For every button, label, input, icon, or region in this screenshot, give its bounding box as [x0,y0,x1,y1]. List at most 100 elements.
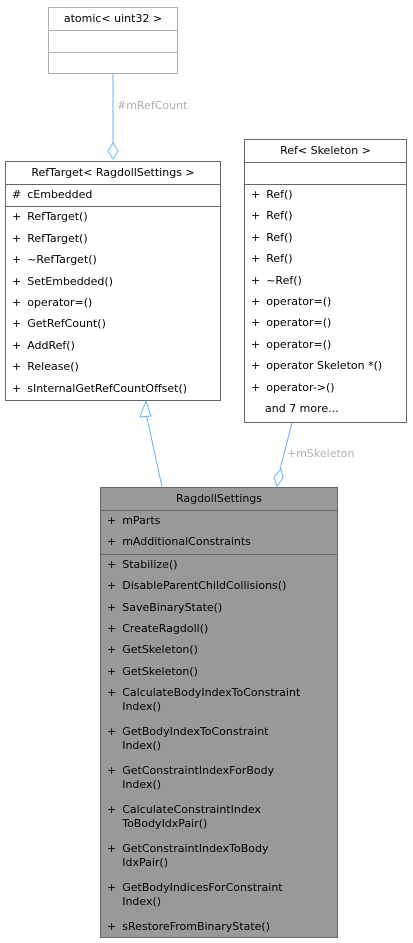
method-name: Ref() [266,252,293,266]
method-row[interactable]: +CreateRagdoll() [101,619,337,640]
method-row[interactable]: +CalculateBodyIndexToConstraint Index() [101,683,337,722]
inheritance-arrow [139,399,152,418]
methods-section: +Stabilize()+DisableParentChildCollision… [101,553,337,939]
method-row[interactable]: + ~Ref() [245,271,406,292]
method-row[interactable]: +GetSkeleton() [101,662,337,683]
methods-section: +Ref()+Ref()+Ref()+Ref()+~Ref()+operator… [245,184,406,420]
method-name: GetBodyIndexToConstraint Index() [122,725,269,753]
visibility-marker: + [107,764,117,778]
skeleton-diamond [273,467,284,488]
visibility-marker: + [107,842,117,856]
attributes-section [245,162,406,184]
method-row[interactable]: + GetConstraintIndexForBody Index() [101,761,337,800]
method-row[interactable]: + Release() [6,357,220,378]
visibility-marker: + [12,338,22,352]
method-name: CalculateConstraintIndex ToBodyIdxPair() [122,803,261,831]
method-row[interactable]: +Ref() [245,206,406,227]
visibility-marker: + [12,231,22,245]
method-row[interactable]: +operator=() [6,293,220,314]
visibility-marker: + [251,273,261,287]
method-row[interactable]: +sRestoreFromBinaryState() [101,917,337,938]
class-atomic-uint32[interactable]: atomic< uint32 > [48,7,178,74]
refcount-diamond [107,142,119,160]
class-reftarget[interactable]: RefTarget< RagdollSettings > #cEmbedded … [5,161,221,401]
visibility-marker: + [251,294,261,308]
method-row[interactable]: + ~RefTarget() [6,250,220,271]
class-title: Ref< Skeleton > [280,144,371,157]
visibility-marker: + [107,535,117,549]
method-name: CalculateBodyIndexToConstraint Index() [122,686,301,714]
method-row[interactable]: +DisableParentChildCollisions() [101,576,337,597]
attribute-row[interactable]: #cEmbedded [6,185,220,206]
method-row[interactable]: + AddRef() [6,336,220,357]
method-name: SetEmbedded() [27,274,113,288]
visibility-marker: + [12,317,22,331]
method-name: GetSkeleton() [122,643,198,657]
method-name: Ref() [266,209,293,223]
visibility-marker: + [12,360,22,374]
method-row[interactable]: +operator=() [245,313,406,334]
method-row[interactable]: +GetBodyIndicesForConstraint Index() [101,878,337,917]
method-row[interactable]: +operator=() [245,292,406,313]
method-row[interactable]: + Ref() [245,228,406,249]
method-row[interactable]: +RefTarget() [6,229,220,250]
method-name: ~Ref() [266,273,302,287]
method-row[interactable]: + RefTarget() [6,207,220,228]
method-name: Stabilize() [122,557,178,571]
class-ref-skeleton[interactable]: Ref< Skeleton > + Ref() + Ref() + Ref() + Ref()… [244,139,407,423]
class-title: RagdollSettings [175,492,263,505]
attribute-row[interactable]: +mAdditionalConstraints [101,532,337,553]
method-name: GetSkeleton() [122,664,198,678]
method-row[interactable]: +SaveBinaryState() [101,598,337,619]
methods-section: +RefTarget()+RefTarget()+~RefTarget()+Se… [6,206,220,400]
method-row[interactable]: + operator Skeleton *() [245,356,406,377]
attribute-name: cEmbedded [27,188,93,201]
visibility-marker: + [12,274,22,288]
visibility-marker: + [12,253,22,267]
method-name: GetConstraintIndexForBody Index() [122,764,275,792]
skeleton-edge [279,422,293,470]
method-row[interactable]: +GetSkeleton() [101,640,337,661]
visibility-marker: + [107,725,117,739]
method-name: RefTarget() [27,210,88,224]
visibility-marker: + [251,252,261,266]
method-name: AddRef() [27,338,75,352]
method-row[interactable]: +sInternalGetRefCountOffset() [6,379,220,400]
attribute-row[interactable]: + mParts [101,511,337,532]
visibility-marker: + [107,920,117,934]
visibility-marker: + [251,359,261,373]
visibility-marker: + [12,210,22,224]
inheritance-edge [145,412,163,488]
method-row[interactable]: + operator=() [245,335,406,356]
method-row[interactable]: +GetConstraintIndexToBody IdxPair() [101,839,337,878]
attribute-name: mParts [122,514,161,527]
method-name: CreateRagdoll() [122,621,209,635]
attributes-section: #cEmbedded [6,184,220,206]
method-row[interactable]: +Stabilize() [101,555,337,576]
methods-section [49,52,177,74]
method-row[interactable]: +Ref() [245,185,406,206]
method-name: operator=() [266,337,332,351]
more-methods-link[interactable]: and 7 more... [265,401,339,415]
method-row[interactable]: + SetEmbedded() [6,272,220,293]
class-title: RefTarget< RagdollSettings > [31,166,195,179]
method-name: operator Skeleton *() [266,359,383,373]
method-row[interactable]: +operator->() [245,378,406,399]
visibility-marker: + [12,295,22,309]
method-name: SaveBinaryState() [122,600,223,614]
visibility-marker: + [107,514,117,527]
method-name: Release() [27,360,79,374]
visibility-marker: + [107,881,117,895]
method-name: Ref() [266,230,293,244]
method-row[interactable]: + Ref() [245,249,406,270]
skeleton-label: +mSkeleton [287,447,355,460]
method-row[interactable]: +GetRefCount() [6,314,220,335]
class-ragdoll-settings[interactable]: RagdollSettings + mParts +mAdditionalConst… [100,487,338,938]
method-row[interactable]: +CalculateConstraintIndex ToBodyIdxPair(… [101,800,337,839]
method-row[interactable]: + GetBodyIndexToConstraint Index() [101,722,337,761]
method-name: ~RefTarget() [27,253,97,267]
method-name: Ref() [266,188,293,201]
visibility-marker: + [251,380,261,394]
visibility-marker: + [251,337,261,351]
visibility-marker: + [251,230,261,244]
